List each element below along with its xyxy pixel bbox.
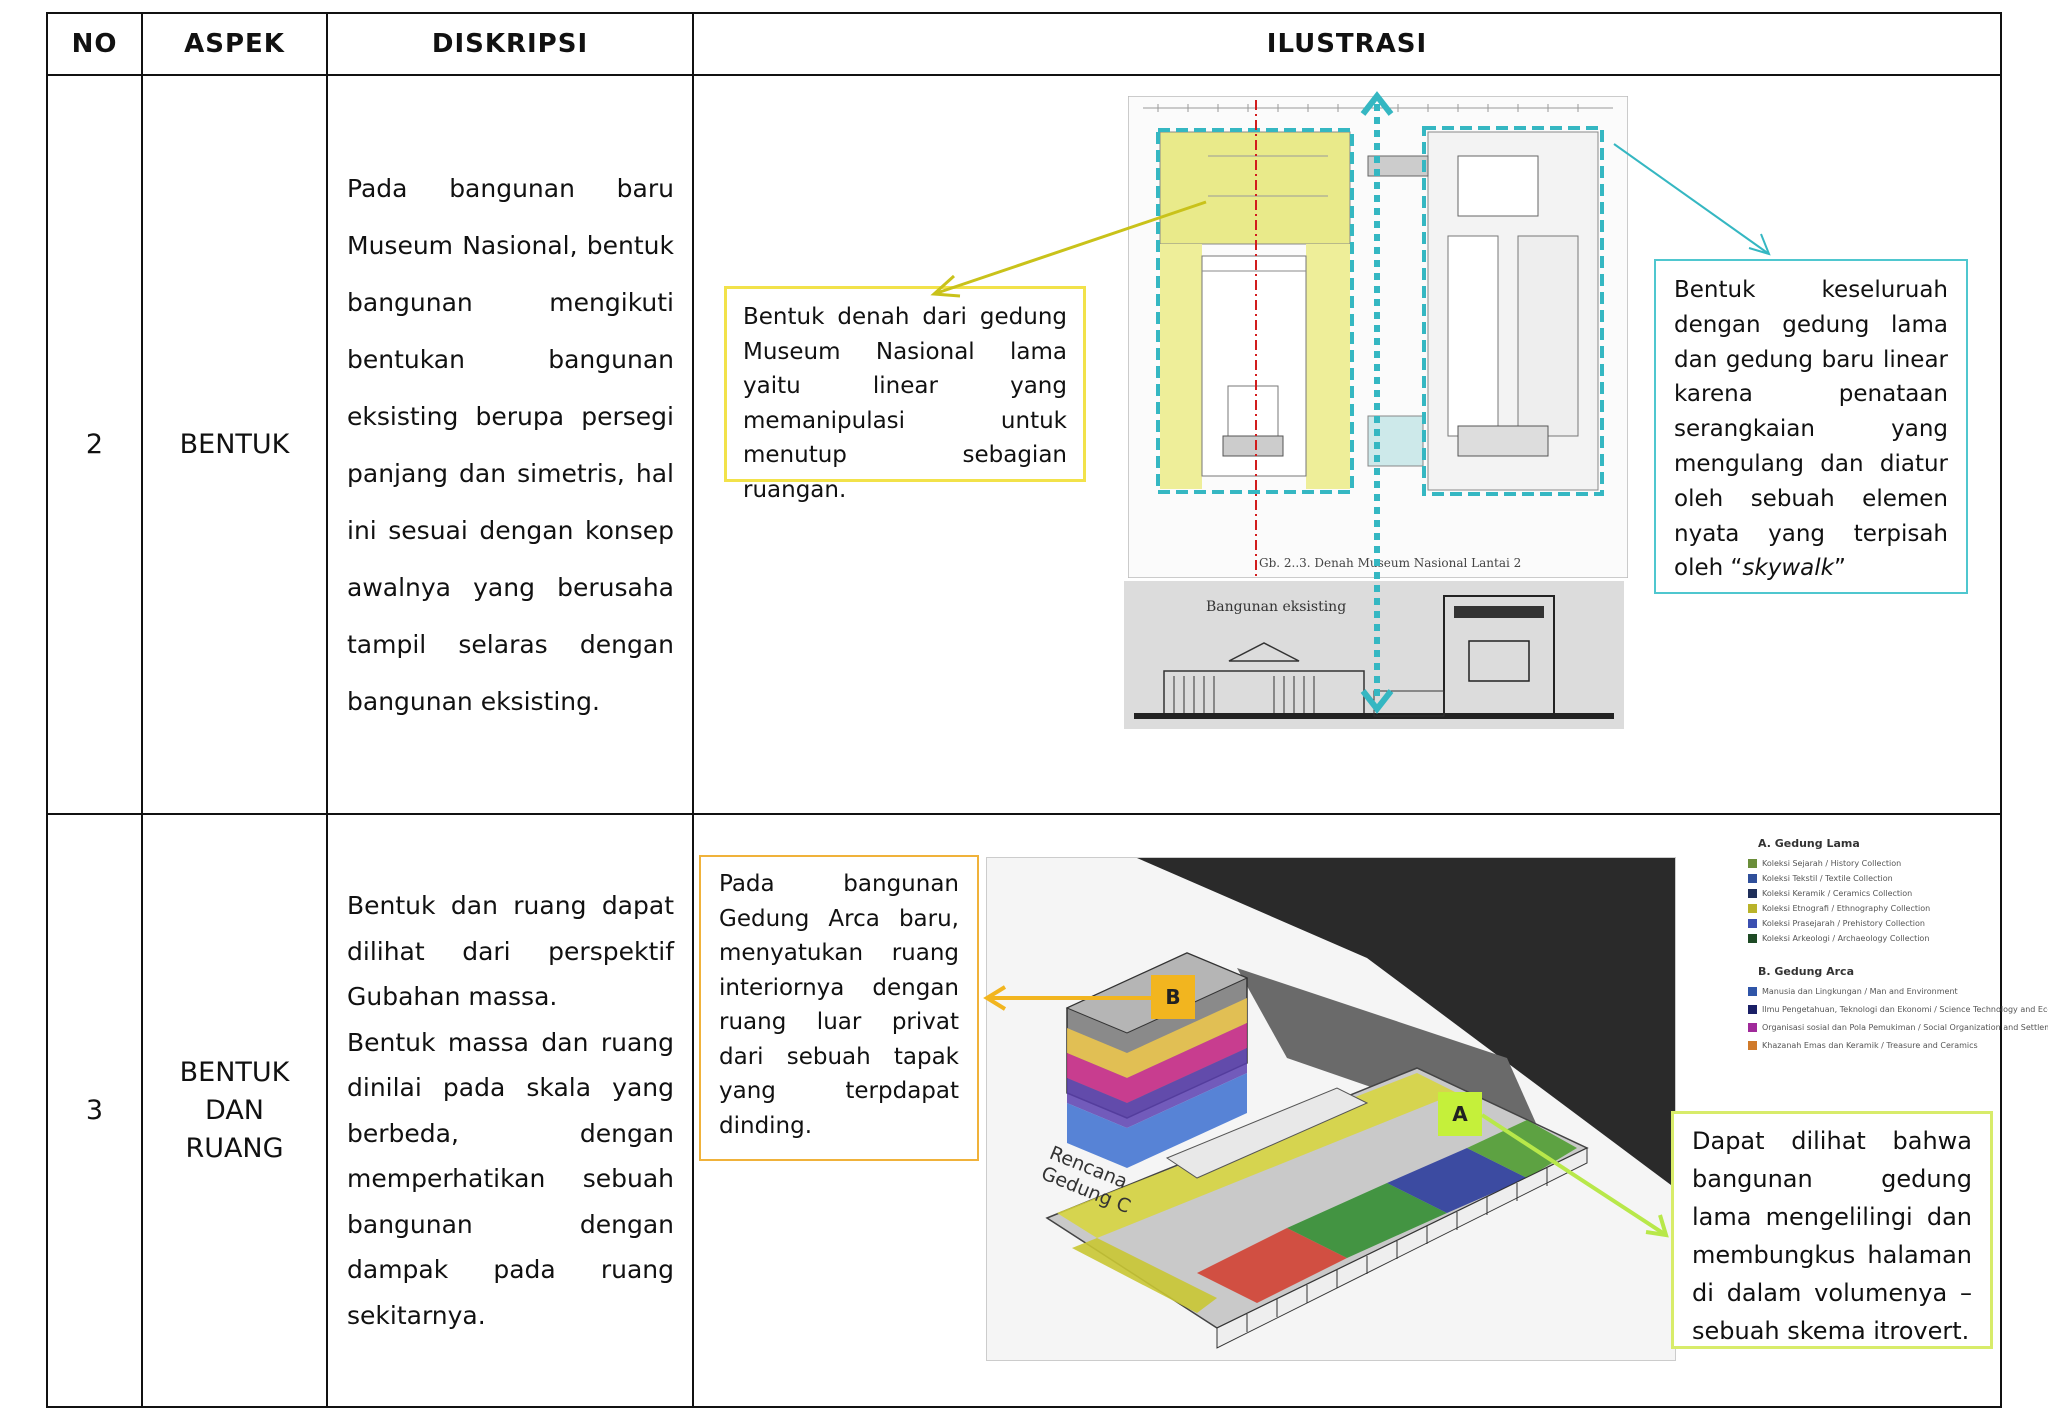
legend-item: Khazanah Emas dan Keramik / Treasure and… [1748, 1041, 1978, 1050]
floor-plan-image: Gb. 2..3. Denah Museum Nasional Lantai 2 [1128, 96, 1628, 578]
content-table: NO ASPEK DISKRIPSI ILUSTRASI 2 BENTUK Pa… [46, 12, 2048, 1408]
legend-label: Koleksi Arkeologi / Archaeology Collecti… [1762, 934, 1930, 943]
table-row: 2 BENTUK Pada bangunan baru Museum Nasio… [46, 74, 2002, 815]
building-b-tag: B [1151, 975, 1195, 1019]
building-a-tag-label: A [1452, 1102, 1468, 1126]
row-description: Bentuk dan ruang dapat dilihat dari pers… [326, 813, 694, 1408]
plan-callout-right-italic: skywalk [1742, 555, 1834, 582]
legend-swatch [1748, 1023, 1757, 1032]
legend-label: Koleksi Prasejarah / Prehistory Collecti… [1762, 919, 1925, 928]
legend-item: Koleksi Arkeologi / Archaeology Collecti… [1748, 934, 1929, 943]
legend-item: Ilmu Pengetahuan, Teknologi dan Ekonomi … [1748, 1005, 2048, 1014]
aspect-line-1: BENTUK [179, 1056, 290, 1088]
header-ilustrasi: ILUSTRASI [692, 12, 2002, 76]
legend-swatch [1748, 987, 1757, 996]
legend-item: Koleksi Sejarah / History Collection [1748, 859, 1901, 868]
orange-pointer-arrow [983, 985, 1151, 1011]
legend-label: Manusia dan Lingkungan / Man and Environ… [1762, 987, 1958, 996]
plan-callout-right: Bentuk keseluruah dengan gedung lama dan… [1654, 259, 1968, 594]
aspect-line-2: DAN [205, 1094, 264, 1126]
header-row: NO ASPEK DISKRIPSI ILUSTRASI [46, 12, 2002, 76]
legend-label: Koleksi Sejarah / History Collection [1762, 859, 1902, 868]
legend-swatch [1748, 934, 1757, 943]
legend-swatch [1748, 874, 1757, 883]
color-legend: A. Gedung Lama Koleksi Sejarah / History… [1744, 835, 2048, 1075]
plan-caption: Gb. 2..3. Denah Museum Nasional Lantai 2 [1259, 556, 1522, 570]
legend-swatch [1748, 859, 1757, 868]
elevation-label: Bangunan eksisting [1206, 599, 1347, 615]
legend-title-a: A. Gedung Lama [1758, 837, 1860, 850]
massing-callout-right: Dapat dilihat bahwa bangunan gedung lama… [1671, 1111, 1993, 1349]
legend-swatch [1748, 1041, 1757, 1050]
legend-swatch [1748, 889, 1757, 898]
legend-label: Koleksi Etnografi / Ethnography Collecti… [1762, 904, 1931, 913]
row-illustration: Gb. 2..3. Denah Museum Nasional Lantai 2 [692, 74, 2002, 815]
legend-swatch [1748, 919, 1757, 928]
plan-callout-left-text: Bentuk denah dari gedung Museum Nasional… [743, 304, 1067, 503]
massing-callout-left-text: Pada bangunan Gedung Arca baru, menyatuk… [719, 871, 959, 1139]
row-number: 2 [46, 74, 143, 815]
aspect-line-3: RUANG [185, 1132, 284, 1164]
row-description: Pada bangunan baru Museum Nasional, bent… [326, 74, 694, 815]
table-row: 3 BENTUK DAN RUANG Bentuk dan ruang dapa… [46, 813, 2048, 1408]
plan-callout-right-suffix: ” [1833, 555, 1846, 582]
row-number: 3 [46, 813, 143, 1408]
legend-item: Koleksi Prasejarah / Prehistory Collecti… [1748, 919, 1925, 928]
lime-pointer-arrow [1480, 1113, 1669, 1238]
description-paragraph-1: Bentuk dan ruang dapat dilihat dari pers… [347, 891, 674, 1011]
plan-callout-right-prefix: Bentuk keseluruah dengan gedung lama dan… [1674, 277, 1948, 582]
row-aspect: BENTUK [141, 74, 328, 815]
legend-label: Organisasi sosial dan Pola Pemukiman / S… [1762, 1023, 2048, 1032]
description-text: Pada bangunan baru Museum Nasional, bent… [347, 173, 674, 716]
skywalk-axis-arrow [1360, 91, 1394, 714]
plan-callout-left: Bentuk denah dari gedung Museum Nasional… [724, 286, 1086, 503]
building-a-tag: A [1438, 1092, 1482, 1136]
massing-callout-right-text: Dapat dilihat bahwa bangunan gedung lama… [1692, 1127, 1972, 1345]
header-aspek: ASPEK [141, 12, 328, 76]
legend-label: Koleksi Keramik / Ceramics Collection [1762, 889, 1913, 898]
massing-callout-left: Pada bangunan Gedung Arca baru, menyatuk… [699, 855, 979, 1161]
legend-item: Koleksi Tekstil / Textile Collection [1748, 874, 1893, 883]
building-b-tag-label: B [1165, 985, 1181, 1009]
legend-label: Khazanah Emas dan Keramik / Treasure and… [1762, 1041, 1978, 1050]
legend-item: Koleksi Etnografi / Ethnography Collecti… [1748, 904, 1930, 913]
legend-title-b: B. Gedung Arca [1758, 965, 1855, 978]
header-deskripsi: DISKRIPSI [326, 12, 694, 76]
header-no: NO [46, 12, 143, 76]
yellow-pointer-arrow [930, 200, 1207, 298]
legend-item: Organisasi sosial dan Pola Pemukiman / S… [1748, 1023, 2048, 1032]
legend-swatch [1748, 1005, 1757, 1014]
description-paragraph-2: Bentuk massa dan ruang dinilai pada skal… [347, 1027, 674, 1330]
row-aspect: BENTUK DAN RUANG [141, 813, 328, 1408]
legend-swatch [1748, 904, 1757, 913]
row-illustration: Rencana Gedung C A. Gedung Lama Koleksi … [692, 813, 2048, 1408]
legend-label: Ilmu Pengetahuan, Teknologi dan Ekonomi … [1762, 1005, 2048, 1014]
legend-item: Manusia dan Lingkungan / Man and Environ… [1748, 987, 1958, 996]
legend-label: Koleksi Tekstil / Textile Collection [1762, 874, 1893, 883]
legend-item: Koleksi Keramik / Ceramics Collection [1748, 889, 1912, 898]
cyan-pointer-arrow [1613, 143, 1771, 256]
